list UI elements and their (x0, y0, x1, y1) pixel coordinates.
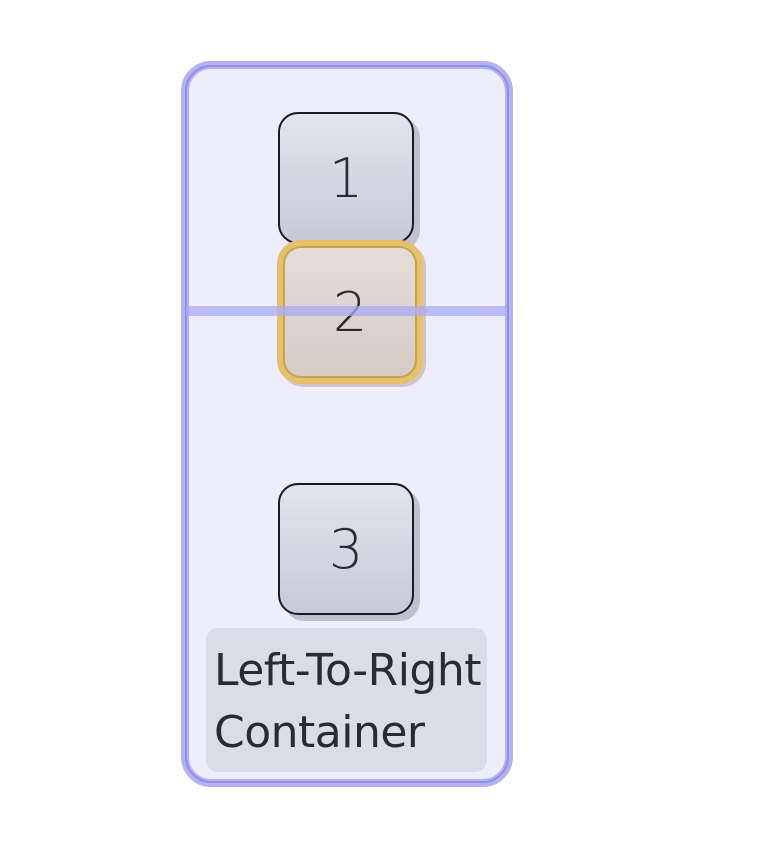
node-3-label: 3 (328, 517, 364, 581)
node-1-label: 1 (328, 146, 364, 210)
container-label: Left-To-Right Container (206, 628, 487, 772)
node-1[interactable]: 1 (278, 112, 414, 244)
container-label-line-2: Container (214, 707, 425, 758)
container-label-line-1: Left-To-Right (214, 645, 482, 696)
node-3[interactable]: 3 (278, 483, 414, 615)
drop-indicator-line (186, 306, 506, 316)
